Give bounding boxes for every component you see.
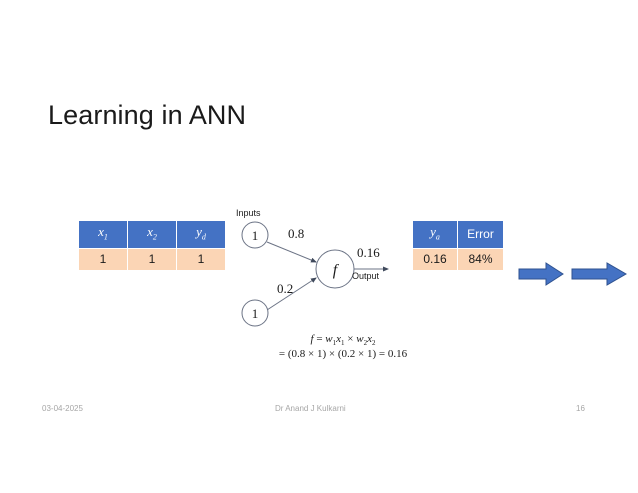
footer-date: 03-04-2025 <box>42 404 83 413</box>
weight-2-label: 0.2 <box>277 281 294 296</box>
cell-ya-value: 0.16 <box>412 247 458 271</box>
output-error-table: ya Error 0.16 84% <box>412 220 504 271</box>
blue-right-arrow-icon-2 <box>571 262 627 291</box>
input-data-table: x1 x2 yd 1 1 1 <box>78 220 226 271</box>
table-header-row: x1 x2 yd <box>78 220 226 249</box>
inputs-label: Inputs <box>236 208 261 218</box>
cell-error-value: 84% <box>457 247 504 271</box>
header-cell-x1: x1 <box>78 220 128 249</box>
footer-author: Dr Anand J Kulkarni <box>275 404 346 413</box>
neuron-function-symbol: f <box>333 262 340 279</box>
cell-x2-value: 1 <box>127 247 177 271</box>
neuron-node <box>315 249 355 289</box>
input-node-2-value: 1 <box>252 306 259 321</box>
table-row: 0.16 84% <box>412 247 504 271</box>
header-cell-yd: yd <box>176 220 226 249</box>
table-header-row: ya Error <box>412 220 504 249</box>
neural-network-diagram: 1 1 f <box>228 202 403 337</box>
page-title: Learning in ANN <box>48 100 247 130</box>
formula-line-1: f = w1x1 × w2x2 <box>310 333 376 348</box>
blue-right-arrow-icon-1 <box>518 262 564 291</box>
input-node-1 <box>241 221 269 249</box>
cell-x1-value: 1 <box>78 247 128 271</box>
output-label: Output <box>352 271 380 281</box>
header-cell-x2: x2 <box>127 220 177 249</box>
formula-block: f = w1x1 × w2x2 = (0.8 × 1) × (0.2 × 1) … <box>228 333 458 362</box>
footer-page-number: 16 <box>576 404 585 413</box>
edge-input1-to-neuron <box>266 241 317 263</box>
table-row: 1 1 1 <box>78 247 226 271</box>
edge-input2-to-neuron <box>266 277 317 311</box>
input-node-2 <box>241 299 269 327</box>
output-value-label: 0.16 <box>357 245 380 260</box>
input-node-1-value: 1 <box>252 228 259 243</box>
weight-1-label: 0.8 <box>288 226 305 241</box>
header-cell-error: Error <box>457 220 504 249</box>
cell-yd-value: 1 <box>176 247 226 271</box>
header-cell-ya: ya <box>412 220 458 249</box>
formula-line-2: = (0.8 × 1) × (0.2 × 1) = 0.16 <box>278 347 408 360</box>
